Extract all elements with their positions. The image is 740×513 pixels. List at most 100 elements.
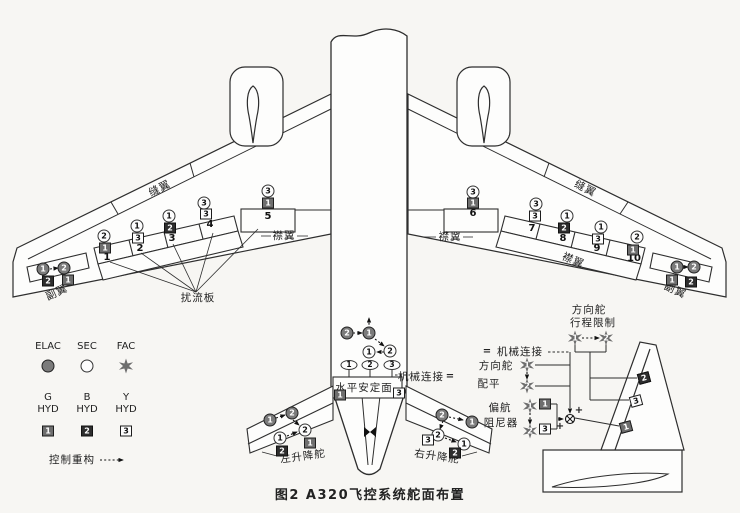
spoiler-9-number: 9 [593,243,601,254]
ths-sec-1: 1 [362,345,376,359]
ths-motor-3: 3 [383,360,401,370]
l-elev-hyd-g: 1 [304,437,316,449]
mech-link-label-center: 机械连接 [398,370,444,383]
l-elev-elac-reconfig [275,414,286,419]
r-aileron-elac-1: 1 [670,260,684,274]
r-elev-sec-reconfig [444,437,457,443]
tailcone-marker [364,427,376,437]
mech-link-eq-center: = [445,371,455,382]
ths-elac-1: 1 [362,326,376,340]
r-elev-elac-1: 1 [465,415,479,429]
legend-elac-symbol [41,359,55,373]
legend-reconfig-label: 控制重构 [49,453,95,466]
spoiler-6-number: 6 [469,208,477,219]
r-aileron-hyd-b: 2 [685,276,697,288]
r-spoiler-10-computer: 2 [630,230,644,244]
mech-link-eq-tail: = [482,346,492,357]
r-spoiler-10-hyd: 1 [627,244,639,256]
ths-motor-2: 2 [361,360,379,370]
flap-label-left: 襟翼 [272,229,296,242]
figure-caption: 图2 A320飞控系统舵面布置 [274,488,466,503]
legend-y-label: Y [122,392,130,403]
right-engine-inlet [477,85,491,144]
left-flap-band [97,230,244,281]
legend-y-box: 3 [120,425,132,437]
spoiler-8-number: 8 [559,233,567,244]
l-spoiler-3-computer: 1 [162,209,176,223]
l-aileron-elac-1: 1 [36,262,50,276]
l-aileron-elac-2: 2 [57,261,71,275]
fuselage [330,28,408,476]
legend-sec-label: SEC [77,341,97,352]
l-spoiler-5-hyd: 1 [262,197,274,209]
r-spoiler-9-computer: 1 [594,220,608,234]
spoiler-leader-lines [109,228,473,293]
right-inboard-flap [443,208,499,233]
spoiler-7-number: 7 [528,223,536,234]
r-aileron-elac-2: 2 [687,260,701,274]
ths-elac-2: 2 [340,326,354,340]
ths-motor-1: 1 [340,360,358,370]
l-elev-sec-1: 1 [273,431,287,445]
spoiler-1-number: 1 [103,252,111,263]
legend-b-box: 2 [81,425,93,437]
reconfiguration-arrows [49,264,689,463]
spoiler-2-number: 2 [136,243,144,254]
spoiler-4-number: 4 [206,219,214,230]
rudder-travel-limit-label-line2: 行程限制 [570,316,616,329]
left-tailplane [246,385,334,454]
legend-g-box: 1 [42,425,54,437]
r-elev-hyd-y: 3 [422,434,434,446]
rudder-travel-limit-label-line1: 方向舵 [571,303,607,316]
r-spoiler-8-computer: 1 [560,209,574,223]
r-spoiler-9-hyd: 3 [592,233,604,245]
fin-detail [535,341,685,493]
sum-plus-top: + [574,405,584,416]
legend-sec-symbol [80,359,94,373]
ths-label: 水平安定面 [335,381,393,394]
yaw-damper-label-line2: 阻尼器 [483,416,519,429]
r-spoiler-7-computer: 3 [529,197,543,211]
r-aileron-hyd-g: 1 [666,274,678,286]
rudder-trim-label-line2: 配平 [477,377,501,390]
l-elev-sec-2: 2 [298,423,312,437]
tailplanes [246,385,493,457]
spoiler-10-number: 10 [627,253,641,264]
legend-y-hyd-label: HYD [115,404,137,415]
l-spoiler-2-computer: 1 [130,219,144,233]
r-elev-sec-1: 1 [457,437,471,451]
yaw-damper-label-line1: 偏航 [488,401,512,414]
ths-hyd-y: 3 [393,387,405,399]
l-elev-elac-1: 1 [263,413,277,427]
engine-nacelles [229,66,511,147]
r-elev-hyd-b: 2 [449,447,461,459]
ths-sec-2: 2 [383,344,397,358]
legend-g-hyd-label: HYD [37,404,59,415]
summing-junction [564,413,576,425]
yaw-damper-hyd-g: 1 [539,398,551,410]
legend-fac-label: FAC [116,341,136,352]
sum-plus-left: + [555,421,565,432]
mech-link-label-tail: 机械连接 [497,345,543,358]
l-elev-sec-reconfig [286,431,298,437]
legend-b-hyd-label: HYD [76,404,98,415]
l-aileron-reconfig [49,266,59,271]
stabilizer-side-view [551,472,670,488]
l-spoiler-3-hyd: 2 [164,222,176,234]
vertical-fin [600,341,685,451]
r-spoiler-8-hyd: 2 [558,222,570,234]
l-elev-elac-2: 2 [285,406,299,420]
l-elev-diag [292,419,300,426]
left-engine-inlet [246,85,260,144]
l-aileron-hyd-g: 1 [62,274,74,286]
legend-b-label: B [83,392,91,403]
rudder-control-lines [535,344,637,430]
rudder-trim-label-line1: 方向舵 [478,359,514,372]
l-spoiler-5-computer: 3 [261,184,275,198]
legend-g-label: G [44,392,52,403]
ths-diag [374,338,385,347]
legend-elac-label: ELAC [35,341,61,352]
right-flap-band [495,230,642,281]
